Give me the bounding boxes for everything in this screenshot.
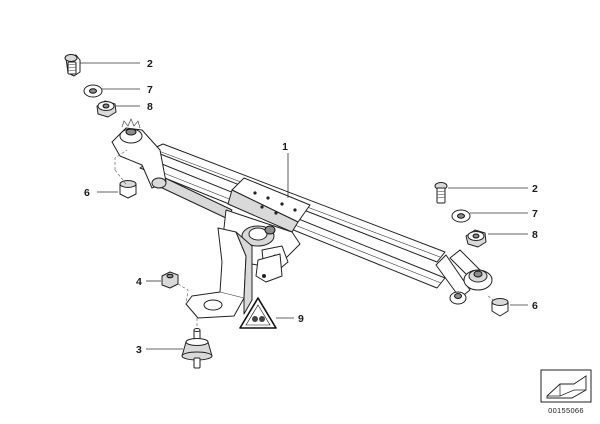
document-number: 00155066 xyxy=(548,406,584,415)
left-pivot-assembly xyxy=(111,118,167,189)
orientation-icon xyxy=(540,369,592,403)
callout-9: 9 xyxy=(298,313,304,325)
right-hardware-stack xyxy=(434,182,509,317)
callout-2-right: 2 xyxy=(532,183,538,195)
leader-lines xyxy=(80,62,528,350)
callout-3: 3 xyxy=(136,344,142,356)
callout-numbers: 1 2 7 8 6 2 7 8 6 4 3 9 xyxy=(84,58,538,356)
right-pivot-assembly xyxy=(449,269,493,305)
callout-7-left: 7 xyxy=(147,84,153,96)
nut-and-rubber-mount xyxy=(161,271,213,369)
callout-2-left: 2 xyxy=(147,58,153,70)
callout-8-right: 8 xyxy=(532,229,538,241)
callout-6-left: 6 xyxy=(84,187,90,199)
callout-7-right: 7 xyxy=(532,208,538,220)
left-hardware-stack xyxy=(64,54,137,199)
linkage-rods xyxy=(139,143,481,299)
callout-8-left: 8 xyxy=(147,101,153,113)
callout-1: 1 xyxy=(282,141,288,153)
callout-4: 4 xyxy=(136,276,142,288)
wiper-motor-bracket xyxy=(185,177,311,319)
callout-6-right: 6 xyxy=(532,300,538,312)
warning-triangle-icon xyxy=(239,297,277,329)
